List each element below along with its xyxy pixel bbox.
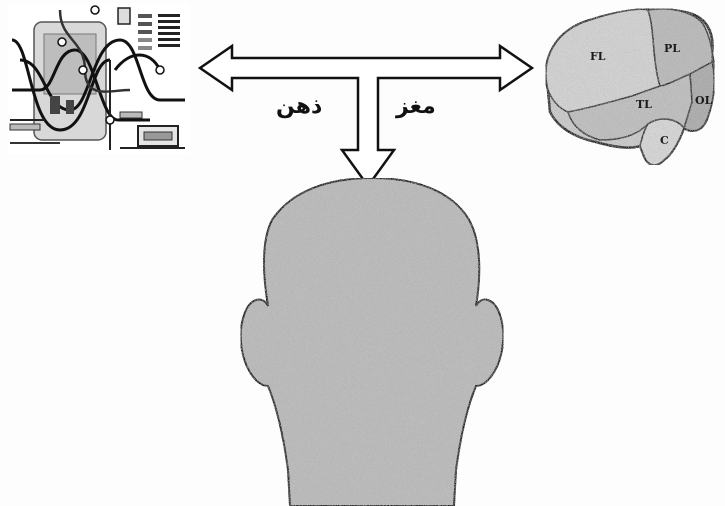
brain-icon: FL PL TL OL C [544,7,716,167]
lobe-label-frontal: FL [590,50,606,63]
head-icon [239,176,505,506]
mind-schematic-icon [8,4,190,154]
lobe-label-temporal: TL [636,98,652,111]
lobe-label-parietal: PL [664,42,680,55]
label-mind: ذهن [276,94,323,119]
label-brain: مغز [396,94,436,119]
lobe-label-cerebellum: C [660,134,669,147]
lobe-label-occipital: OL [695,94,713,107]
double-headed-arrow [197,43,535,189]
